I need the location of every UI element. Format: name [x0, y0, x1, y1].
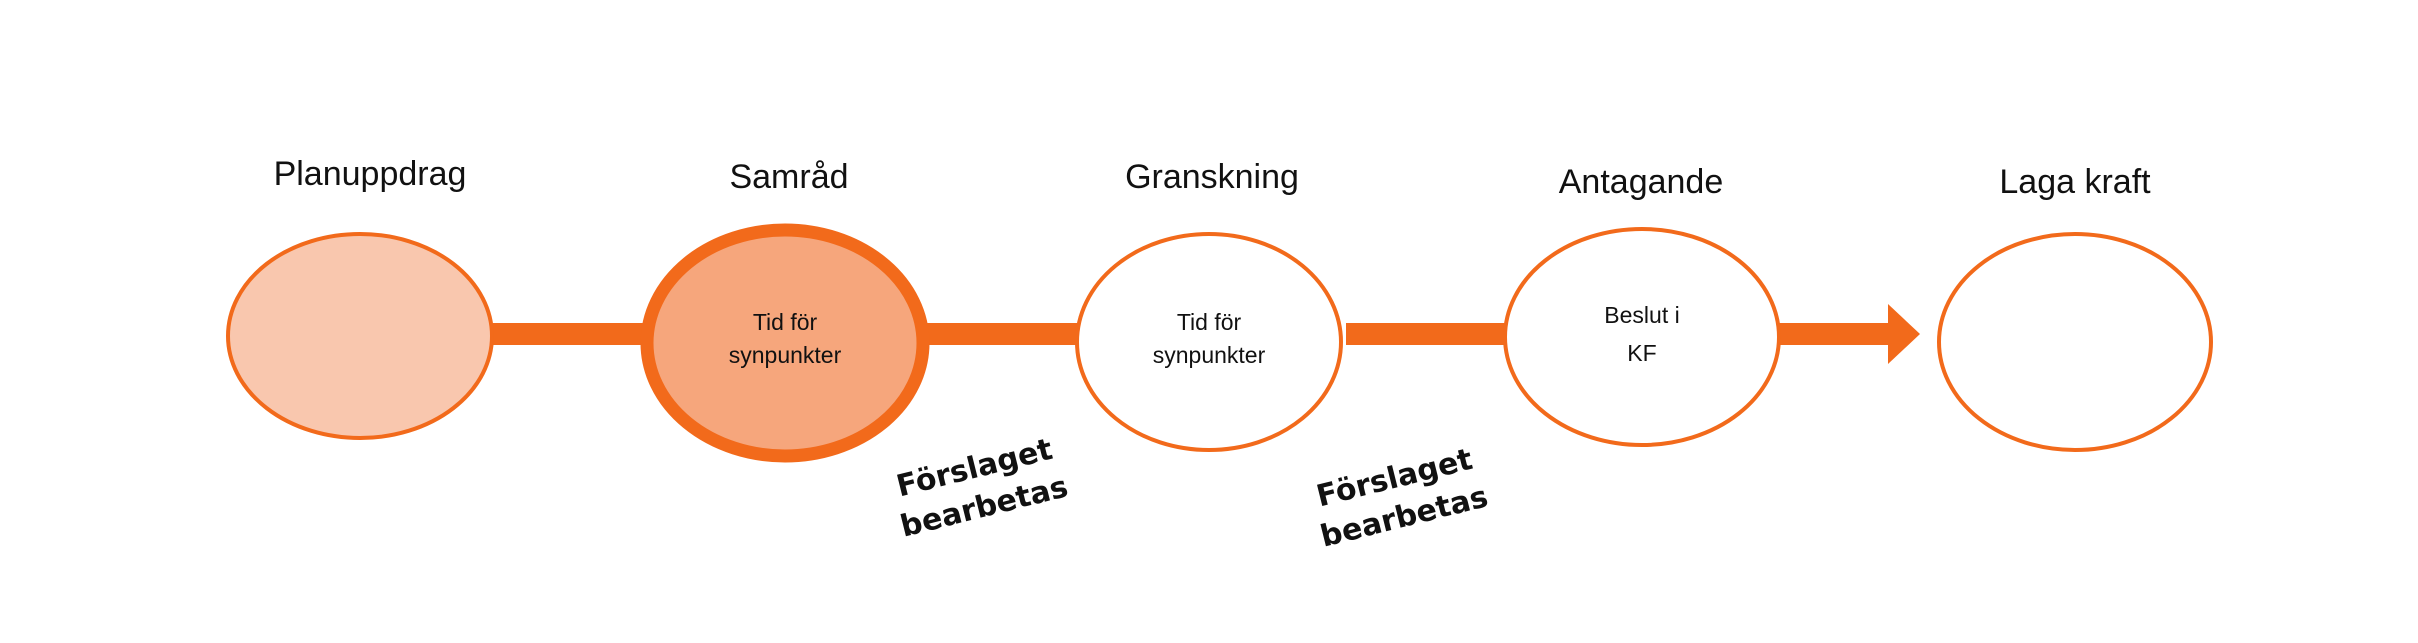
stage-node-laga-kraft — [1937, 232, 2213, 452]
stage-samrad — [640, 223, 930, 463]
note-forslaget-bearbetas-1: Förslaget bearbetas — [893, 432, 1071, 545]
granskning-text-line-1: Tid för — [1177, 309, 1242, 335]
stage-title-planuppdrag: Planuppdrag — [274, 155, 467, 193]
connector-1 — [490, 323, 660, 345]
stage-title-laga-kraft: Laga kraft — [1999, 163, 2151, 201]
stage-node-antagande — [1503, 227, 1781, 447]
granskning-text-line-2: synpunkter — [1153, 342, 1266, 368]
samrad-text-line-1: Tid för — [753, 309, 818, 335]
stage-granskning — [1075, 232, 1343, 452]
stage-antagande — [1503, 227, 1781, 447]
stage-node-planuppdrag — [226, 232, 494, 440]
stage-title-granskning: Granskning — [1125, 158, 1299, 196]
stage-title-antagande: Antagande — [1559, 163, 1724, 201]
antagande-text-line-2: KF — [1627, 340, 1656, 366]
stage-node-granskning — [1075, 232, 1343, 452]
antagande-text-line-1: Beslut i — [1604, 302, 1679, 328]
connector-3 — [1346, 323, 1506, 345]
stage-node-samrad — [640, 223, 930, 463]
stage-laga-kraft — [1937, 232, 2213, 452]
note-forslaget-bearbetas-2: Förslaget bearbetas — [1313, 442, 1491, 555]
arrow-to-laga-kraft — [1778, 304, 1920, 364]
connector-2 — [922, 323, 1084, 345]
stage-planuppdrag — [226, 232, 494, 440]
stage-title-samrad: Samråd — [729, 158, 848, 196]
samrad-text-line-2: synpunkter — [729, 342, 842, 368]
